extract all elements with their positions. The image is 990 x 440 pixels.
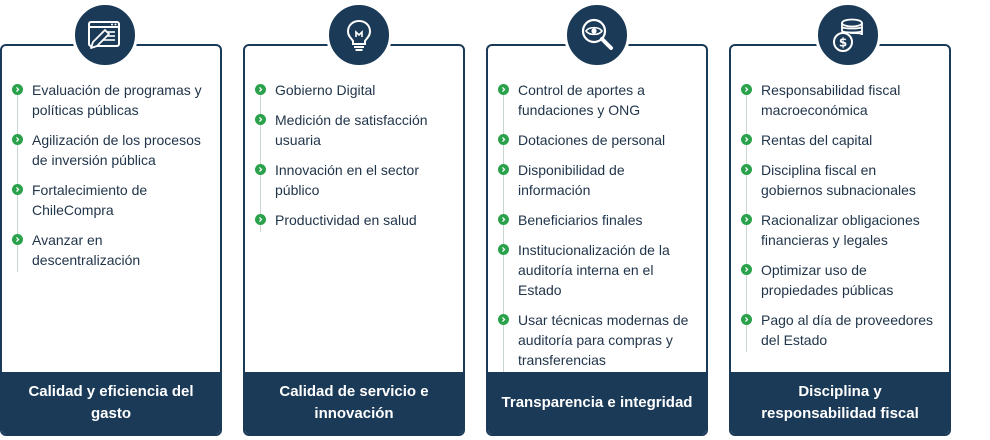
item-text: Agilización de los procesos de inversión… bbox=[32, 132, 201, 168]
chevron-right-icon bbox=[12, 134, 23, 145]
chevron-right-icon bbox=[255, 114, 266, 125]
chevron-right-icon bbox=[741, 84, 752, 95]
list-item: Beneficiarios finales bbox=[498, 210, 698, 230]
chevron-right-icon bbox=[12, 234, 23, 245]
chevron-right-icon bbox=[741, 134, 752, 145]
magnifier-eye-icon bbox=[564, 2, 630, 68]
item-text: Innovación en el sector público bbox=[275, 162, 419, 198]
chevron-right-icon bbox=[12, 184, 23, 195]
chevron-right-icon bbox=[741, 164, 752, 175]
list-item: Fortalecimiento de ChileCompra bbox=[12, 180, 212, 220]
chevron-right-icon bbox=[255, 84, 266, 95]
list-item: Control de aportes a fundaciones y ONG bbox=[498, 80, 698, 120]
chevron-right-icon bbox=[498, 244, 509, 255]
card-footer: Calidad de servicio e innovación bbox=[245, 372, 463, 434]
item-text: Avanzar en descentralización bbox=[32, 232, 141, 268]
item-text: Institucionalización de la auditoría int… bbox=[518, 242, 670, 298]
card-footer: Transparencia e integridad bbox=[488, 372, 706, 434]
browser-pencil-icon bbox=[72, 2, 138, 68]
chevron-right-icon bbox=[498, 214, 509, 225]
svg-text:$: $ bbox=[839, 36, 847, 50]
card-calidad-eficiencia: Evaluación de programas y políticas públ… bbox=[0, 44, 222, 436]
list-item: Productividad en salud bbox=[255, 210, 455, 230]
item-text: Rentas del capital bbox=[761, 132, 873, 148]
item-text: Disciplina fiscal en gobiernos subnacion… bbox=[761, 162, 916, 198]
list-item: Agilización de los procesos de inversión… bbox=[12, 130, 212, 170]
card-calidad-servicio: Gobierno Digital Medición de satisfacció… bbox=[243, 44, 465, 436]
card-title: Calidad y eficiencia del gasto bbox=[28, 383, 194, 422]
item-text: Responsabilidad fiscal macroeconómica bbox=[761, 82, 901, 118]
item-text: Gobierno Digital bbox=[275, 82, 376, 98]
card-title: Calidad de servicio e innovación bbox=[279, 383, 429, 422]
list-item: Gobierno Digital bbox=[255, 80, 455, 100]
item-text: Pago al día de proveedores del Estado bbox=[761, 312, 934, 348]
chevron-right-icon bbox=[741, 214, 752, 225]
item-text: Usar técnicas modernas de auditoría para… bbox=[518, 312, 689, 368]
card-items: Control de aportes a fundaciones y ONG D… bbox=[498, 80, 698, 380]
item-text: Control de aportes a fundaciones y ONG bbox=[518, 82, 645, 118]
item-text: Productividad en salud bbox=[275, 212, 417, 228]
list-item: Responsabilidad fiscal macroeconómica bbox=[741, 80, 941, 120]
card-footer: Calidad y eficiencia del gasto bbox=[2, 372, 220, 434]
list-item: Disciplina fiscal en gobiernos subnacion… bbox=[741, 160, 941, 200]
card-items: Gobierno Digital Medición de satisfacció… bbox=[255, 80, 455, 240]
card-disciplina-fiscal: Responsabilidad fiscal macroeconómica Re… bbox=[729, 44, 951, 436]
card-footer: Disciplina y responsabilidad fiscal bbox=[731, 372, 949, 434]
item-text: Optimizar uso de propiedades públicas bbox=[761, 262, 894, 298]
list-item: Pago al día de proveedores del Estado bbox=[741, 310, 941, 350]
list-item: Usar técnicas modernas de auditoría para… bbox=[498, 310, 698, 370]
list-item: Medición de satisfacción usuaria bbox=[255, 110, 455, 150]
lightbulb-icon bbox=[326, 2, 392, 68]
chevron-right-icon bbox=[498, 314, 509, 325]
card-title: Transparencia e integridad bbox=[501, 394, 693, 411]
list-item: Institucionalización de la auditoría int… bbox=[498, 240, 698, 300]
list-item: Racionalizar obligaciones financieras y … bbox=[741, 210, 941, 250]
chevron-right-icon bbox=[741, 314, 752, 325]
list-item: Rentas del capital bbox=[741, 130, 941, 150]
coins-dollar-icon: $ bbox=[815, 2, 881, 68]
item-text: Evaluación de programas y políticas públ… bbox=[32, 82, 202, 118]
chevron-right-icon bbox=[498, 164, 509, 175]
list-item: Evaluación de programas y políticas públ… bbox=[12, 80, 212, 120]
card-items: Responsabilidad fiscal macroeconómica Re… bbox=[741, 80, 941, 360]
item-text: Beneficiarios finales bbox=[518, 212, 643, 228]
item-text: Fortalecimiento de ChileCompra bbox=[32, 182, 148, 218]
chevron-right-icon bbox=[255, 164, 266, 175]
card-title: Disciplina y responsabilidad fiscal bbox=[761, 383, 919, 422]
list-item: Optimizar uso de propiedades públicas bbox=[741, 260, 941, 300]
item-text: Disponibilidad de información bbox=[518, 162, 625, 198]
list-item: Innovación en el sector público bbox=[255, 160, 455, 200]
list-item: Avanzar en descentralización bbox=[12, 230, 212, 270]
item-text: Racionalizar obligaciones financieras y … bbox=[761, 212, 920, 248]
chevron-right-icon bbox=[498, 84, 509, 95]
chevron-right-icon bbox=[255, 214, 266, 225]
list-item: Disponibilidad de información bbox=[498, 160, 698, 200]
item-text: Dotaciones de personal bbox=[518, 132, 666, 148]
item-text: Medición de satisfacción usuaria bbox=[275, 112, 428, 148]
chevron-right-icon bbox=[498, 134, 509, 145]
chevron-right-icon bbox=[741, 264, 752, 275]
card-transparencia: Control de aportes a fundaciones y ONG D… bbox=[486, 44, 708, 436]
card-items: Evaluación de programas y políticas públ… bbox=[12, 80, 212, 280]
list-item: Dotaciones de personal bbox=[498, 130, 698, 150]
chevron-right-icon bbox=[12, 84, 23, 95]
